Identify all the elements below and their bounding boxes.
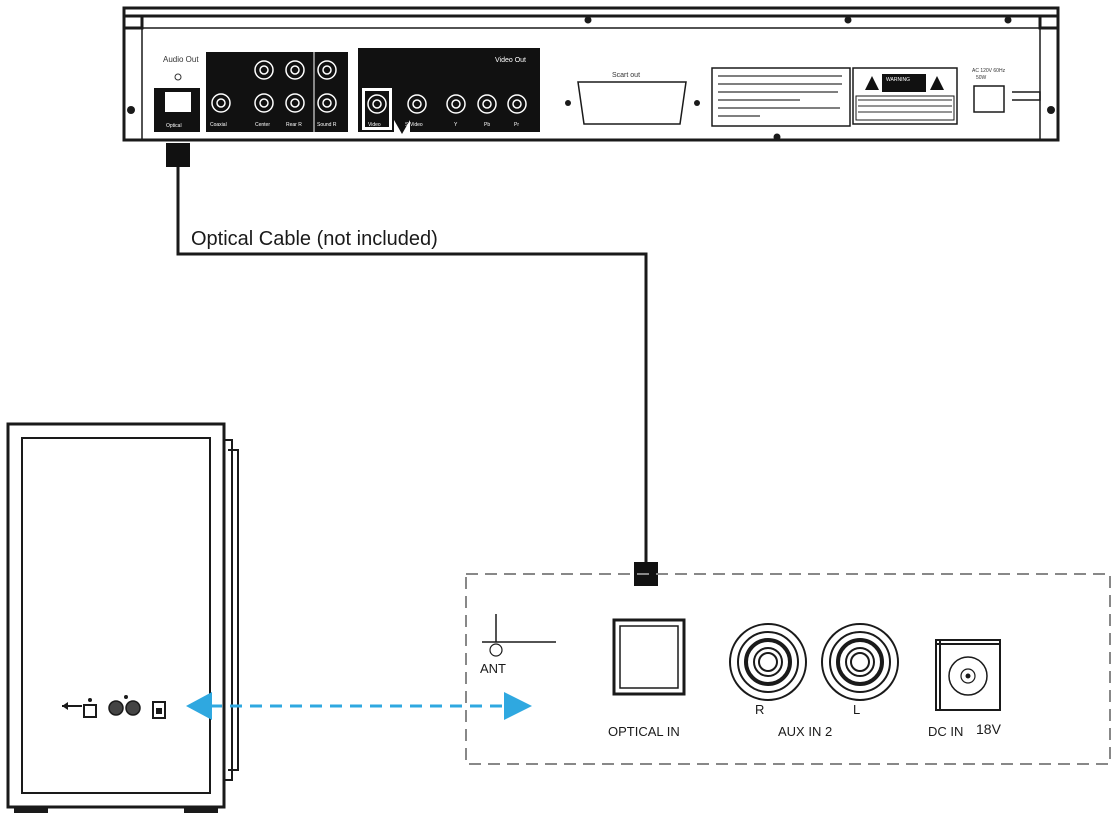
- video-label: Video: [368, 122, 381, 128]
- optical-out-port: [165, 92, 191, 112]
- warning-triangle-icon: [930, 76, 944, 90]
- video-out-label: Video Out: [495, 57, 526, 64]
- screw-icon: [1004, 16, 1012, 24]
- optical-in-port: OPTICAL IN: [608, 618, 686, 739]
- svideo-label: S-Video: [405, 122, 423, 128]
- arrow-left-icon: [186, 692, 212, 720]
- cable-plug-top: [166, 143, 190, 167]
- dc-in-jack: [935, 639, 1001, 711]
- aux-l-label: L: [853, 702, 860, 717]
- pb-label: Pb: [484, 122, 490, 128]
- dc-in-label: DC IN: [928, 724, 963, 739]
- aux-r-label: R: [755, 702, 764, 717]
- switch-icon: [152, 701, 166, 719]
- speaker-port-panel: [62, 695, 166, 719]
- knob-icon: [125, 700, 141, 716]
- rear-r-label: Rear R: [286, 122, 302, 128]
- warning-label: WARNING: [886, 77, 910, 83]
- info-sticker: [711, 67, 851, 127]
- arrow-left-icon: [62, 702, 68, 710]
- aux-in-l-jack: [821, 623, 899, 701]
- aux-in-label: AUX IN 2: [778, 724, 832, 739]
- ac-inlet: [973, 85, 1005, 113]
- screw-icon: [584, 16, 592, 24]
- screw-icon: [844, 16, 852, 24]
- sound-label: Sound R: [317, 122, 337, 128]
- zoom-indicator-arrow: [186, 692, 532, 720]
- screw-icon: [127, 106, 135, 114]
- ac-sub-label: 50W: [976, 75, 987, 81]
- coaxial-label: Coaxial: [210, 122, 227, 128]
- ac-label: AC 120V 60Hz: [972, 68, 1006, 74]
- ant-label: ANT: [480, 661, 506, 676]
- y-label: Y: [454, 122, 458, 128]
- dc-voltage-label: 18V: [976, 721, 1002, 737]
- dvd-player-back-panel: Audio Out Optical Coaxial Center Rear R …: [122, 6, 1060, 142]
- knob-icon: [108, 700, 124, 716]
- optical-cable: Optical Cable (not included): [166, 143, 658, 586]
- audio-out-label: Audio Out: [163, 55, 199, 64]
- arrow-right-icon: [504, 692, 532, 720]
- antenna-connector: ANT: [480, 614, 556, 676]
- screw-icon: [1047, 106, 1055, 114]
- warning-triangle-icon: [865, 76, 879, 90]
- scart-label: Scart out: [612, 72, 640, 79]
- pr-label: Pr: [514, 122, 519, 128]
- aux-in-r-jack: [729, 623, 807, 701]
- scart-port: [577, 81, 687, 125]
- audio-jack-block: [206, 52, 348, 132]
- center-label: Center: [255, 122, 270, 128]
- optical-in-label: OPTICAL IN: [608, 724, 680, 739]
- video-jack-block: [358, 48, 540, 134]
- speaker-unit: [6, 422, 239, 813]
- screw-icon: [773, 133, 781, 141]
- cable-label: Optical Cable (not included): [191, 228, 438, 250]
- warning-sticker: [852, 67, 958, 125]
- receiver-rear-panel: ANT OPTICAL IN R L AUX IN 2: [465, 573, 1111, 765]
- optical-label: Optical: [166, 123, 182, 129]
